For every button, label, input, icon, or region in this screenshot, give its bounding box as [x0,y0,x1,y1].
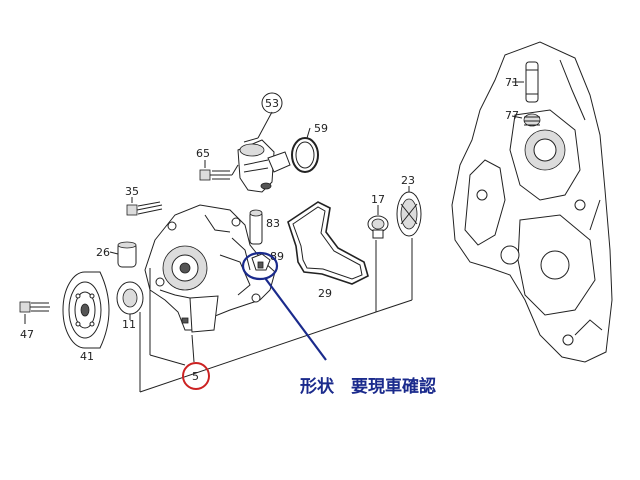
callout-29: 29 [318,287,332,300]
timing-cover [451,41,613,363]
part-5-water-pump [144,204,276,333]
callout-26: 26 [96,246,110,259]
part-83-dowel [249,209,263,245]
callout-35: 35 [125,185,139,198]
callout-53: 53 [265,97,279,110]
part-77-clip [511,113,541,127]
callout-59: 59 [314,122,328,135]
part-17-plug [367,205,389,239]
part-11-spacer [116,281,144,320]
part-89-highlight [241,251,327,361]
callout-5: 5 [192,370,199,383]
part-35-bolt [126,197,163,216]
callout-77: 77 [505,109,519,122]
part-47-bolt [19,301,50,324]
callout-41: 41 [80,350,94,363]
callout-89: 89 [270,250,284,263]
part-26-bushing [109,241,137,268]
callout-65: 65 [196,147,210,160]
callout-23: 23 [401,174,415,187]
part-23-cover [396,186,422,237]
shape-verification-note: 形状 要現車確認 [300,376,436,397]
callout-83: 83 [266,217,280,230]
part-89-fitting [251,253,271,271]
part-29-gasket [287,201,369,285]
part-53-thermostat [237,111,291,193]
part-65-bolt [199,160,239,181]
callout-53-circle [261,92,283,114]
callout-71: 71 [505,76,519,89]
leader-lines-part-5 [139,238,413,393]
part-41-pulley [62,271,110,349]
callout-47: 47 [20,328,34,341]
callout-11: 11 [122,318,136,331]
callout-5-highlight-circle [182,362,210,390]
part-71-pin [512,61,539,103]
callout-17: 17 [371,193,385,206]
part-59-oring [291,127,319,173]
